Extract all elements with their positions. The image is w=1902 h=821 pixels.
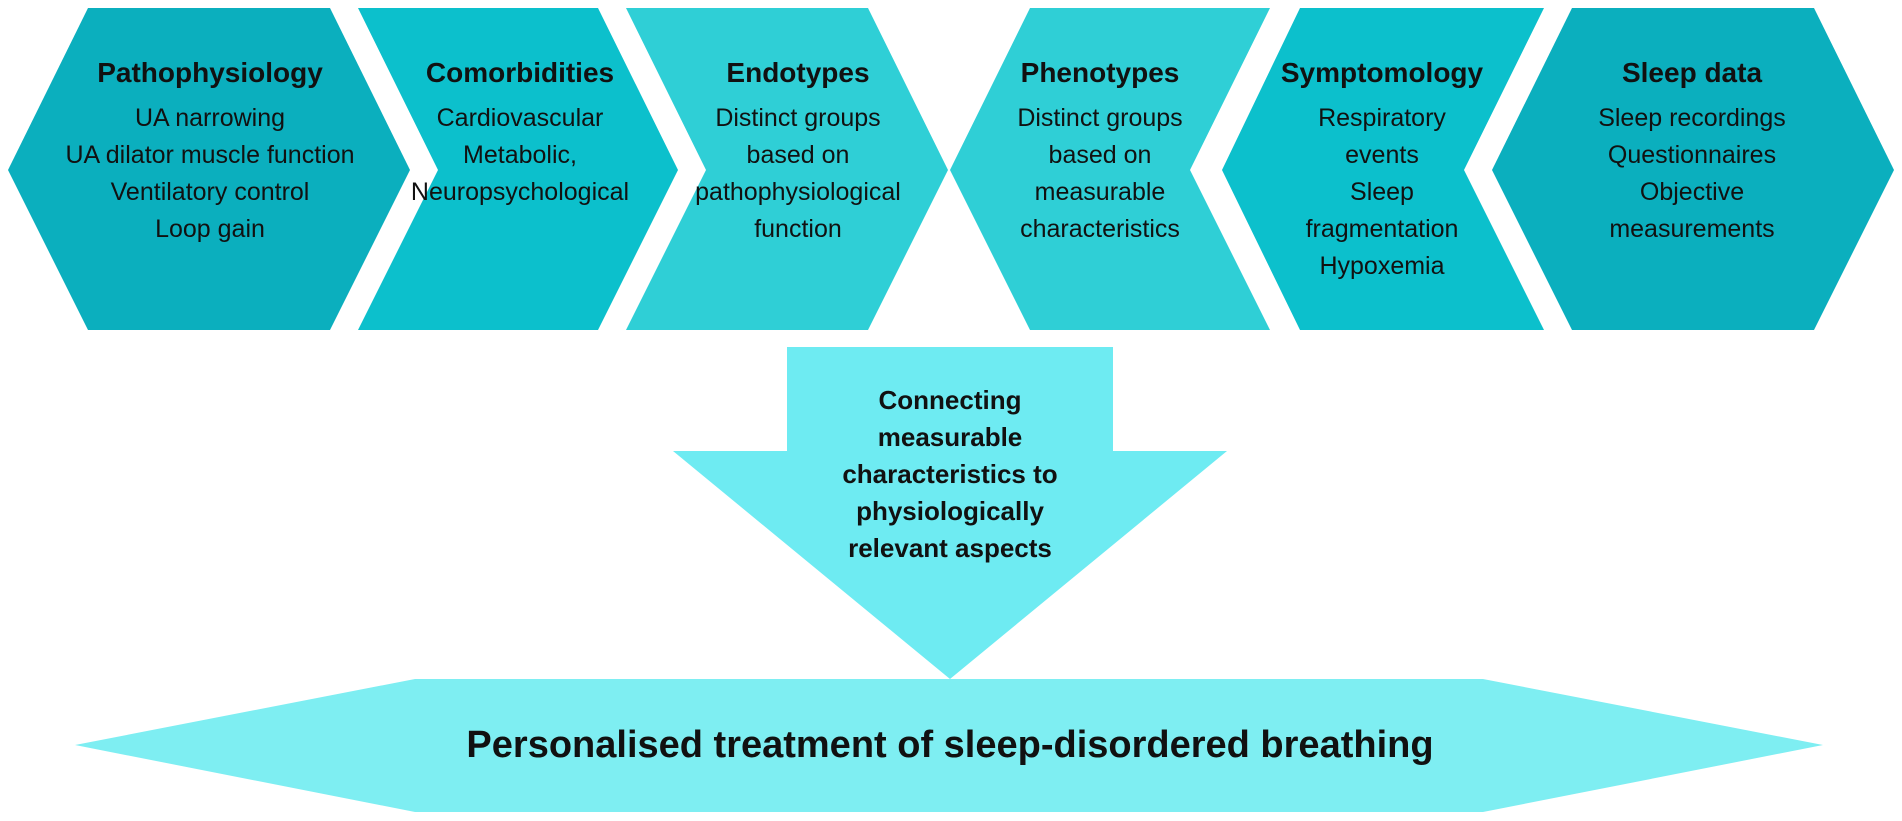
stage-item: Distinct groups bbox=[1017, 104, 1183, 132]
stage-endotypes: Endotypes Distinct groups based on patho… bbox=[678, 56, 918, 248]
outcome-label: Personalised treatment of sleep-disorder… bbox=[466, 724, 1434, 766]
shape-symptomology bbox=[1222, 8, 1544, 330]
stage-item: fragmentation bbox=[1305, 215, 1459, 243]
connector-line: relevant aspects bbox=[848, 533, 1052, 563]
stage-item: events bbox=[1345, 141, 1419, 169]
stage-item: Respiratory bbox=[1318, 104, 1446, 132]
stage-item: Sleep bbox=[1350, 178, 1414, 206]
stage-title: Endotypes bbox=[726, 57, 870, 88]
stage-item: Neuropsychological bbox=[410, 178, 630, 206]
shape-phenotypes bbox=[950, 8, 1270, 330]
stage-item: Distinct groups bbox=[715, 104, 881, 132]
stage-item: characteristics bbox=[1020, 215, 1180, 243]
stage-item: Metabolic, bbox=[463, 141, 577, 169]
stage-item: Hypoxemia bbox=[1319, 252, 1445, 280]
connector-line: Connecting bbox=[878, 385, 1022, 415]
stage-item: Sleep recordings bbox=[1598, 104, 1786, 132]
connector-arrow bbox=[673, 347, 1227, 679]
stage-item: Loop gain bbox=[155, 215, 265, 243]
stage-item: pathophysiological bbox=[695, 178, 901, 206]
shape-endotypes bbox=[626, 8, 948, 330]
stage-item: Objective bbox=[1639, 178, 1745, 206]
stage-item: Questionnaires bbox=[1607, 141, 1777, 169]
stage-item: Ventilatory control bbox=[110, 178, 310, 206]
stage-item: measurable bbox=[1034, 178, 1166, 206]
stage-phenotypes: Phenotypes Distinct groups based on meas… bbox=[980, 56, 1220, 248]
connector-line: measurable bbox=[877, 422, 1023, 452]
stage-title: Comorbidities bbox=[425, 57, 615, 88]
stage-title: Pathophysiology bbox=[97, 57, 323, 88]
stage-item: UA narrowing bbox=[134, 104, 286, 132]
outcome-banner bbox=[75, 679, 1823, 812]
stage-title: Sleep data bbox=[1621, 57, 1763, 88]
stage-item: function bbox=[754, 215, 842, 243]
connector-line: characteristics to bbox=[842, 459, 1058, 489]
stage-item: UA dilator muscle function bbox=[65, 141, 355, 169]
shape-pathophysiology bbox=[8, 8, 410, 330]
stage-sleep-data: Sleep data Sleep recordings Questionnair… bbox=[1562, 56, 1822, 248]
stage-title: Phenotypes bbox=[1020, 57, 1180, 88]
connector-text: Connecting measurable characteristics to… bbox=[790, 382, 1110, 567]
stage-symptomology: Symptomology Respiratory events Sleep fr… bbox=[1262, 56, 1502, 285]
stage-item: Cardiovascular bbox=[436, 104, 604, 132]
stage-title: Symptomology bbox=[1280, 57, 1484, 88]
stage-item: based on bbox=[746, 141, 850, 169]
shape-comorbidities bbox=[358, 8, 678, 330]
stage-comorbidities: Comorbidities Cardiovascular Metabolic, … bbox=[400, 56, 640, 211]
connector-line: physiologically bbox=[856, 496, 1044, 526]
stage-item: based on bbox=[1048, 141, 1152, 169]
stage-item: measurements bbox=[1609, 215, 1775, 243]
stage-pathophysiology: Pathophysiology UA narrowing UA dilator … bbox=[30, 56, 390, 248]
shape-sleep-data bbox=[1492, 8, 1894, 330]
